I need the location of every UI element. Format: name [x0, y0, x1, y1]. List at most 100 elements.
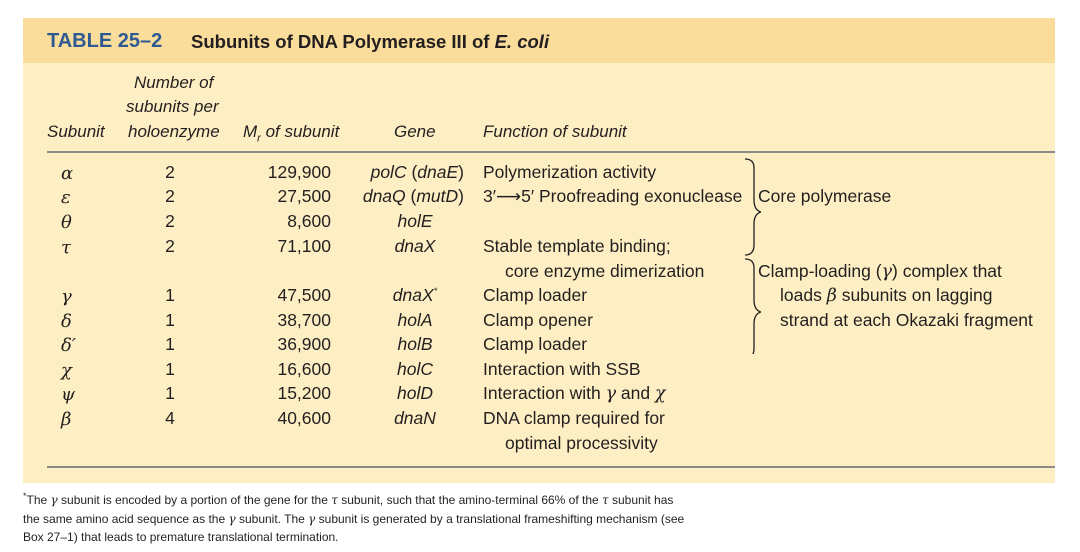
gene-alpha: polC (dnaE)	[370, 162, 464, 182]
number-gamma: 1	[165, 285, 175, 305]
header-mr-rest: of subunit	[260, 122, 340, 141]
subunit-chi: χ	[61, 360, 72, 381]
group-clamp-line2: loads β subunits on lagging	[780, 285, 993, 306]
gene-gamma: dnaX*	[379, 285, 451, 306]
gene-epsilon: dnaQ (mutD)	[362, 186, 464, 206]
group-clamp-line2-b: subunits on lagging	[836, 285, 993, 305]
header-mr-m: M	[243, 122, 258, 141]
footnote-l2-gamma2: γ	[308, 511, 316, 526]
gene-psi: holD	[397, 383, 433, 403]
mr-epsilon: 27,500	[277, 186, 331, 206]
header-gene: Gene	[394, 122, 436, 141]
footnote-line1: *The γ subunit is encoded by a portion o…	[23, 487, 743, 510]
number-epsilon: 2	[165, 186, 175, 206]
footnote-line3: Box 27–1) that leads to premature transl…	[23, 530, 339, 544]
footnote-l2c: subunit is generated by a translational …	[315, 511, 685, 526]
footnote-l1d: subunit has	[608, 493, 674, 507]
group-core: Core polymerase	[758, 186, 892, 206]
footnote-l1-tau: τ	[331, 493, 338, 507]
function-epsilon: 3′⟶5′ Proofreading exonuclease	[483, 186, 743, 206]
number-psi: 1	[165, 383, 175, 403]
number-chi: 1	[165, 359, 175, 379]
number-beta: 4	[165, 408, 175, 428]
header-mr-sub: r	[257, 132, 261, 145]
function-psi-gamma: γ	[605, 384, 617, 404]
header-subunit: Subunit	[47, 122, 105, 141]
footnote-l1b: subunit is encoded by a portion of the g…	[57, 493, 332, 507]
group-braces	[744, 158, 761, 354]
footnote-line2: the same amino acid sequence as the γ su…	[23, 510, 743, 529]
mr-tau: 71,100	[277, 236, 331, 256]
subunit-psi: ψ	[61, 384, 76, 405]
group-clamp-gamma: γ	[881, 262, 892, 282]
gene-gamma-main: dnaX	[392, 285, 434, 305]
subunit-epsilon: ε	[61, 187, 71, 208]
footnote-l2b: subunit. The	[235, 511, 309, 526]
function-delta-prime: Clamp loader	[483, 334, 588, 354]
function-chi: Interaction with SSB	[483, 359, 641, 379]
group-clamp-line2-a: loads	[780, 285, 827, 305]
bottom-rule	[47, 466, 1055, 468]
table-panel: TABLE 25–2 Subunits of DNA Polymerase II…	[23, 18, 1055, 483]
subunit-delta-prime: δ′	[61, 335, 76, 356]
function-alpha: Polymerization activity	[483, 162, 657, 182]
function-psi-and: and	[616, 383, 655, 403]
gene-alpha-main: polC	[370, 162, 407, 182]
gene-chi: holC	[397, 359, 433, 379]
footnote-l1c: subunit, such that the amino-terminal 66…	[337, 493, 603, 507]
clamp-brace-icon	[744, 258, 761, 354]
group-clamp-line1: Clamp-loading (γ) complex that	[758, 261, 1002, 282]
footnote-marker: *	[23, 491, 27, 501]
gene-beta: dnaN	[394, 408, 436, 428]
function-delta: Clamp opener	[483, 310, 593, 330]
mr-beta: 40,600	[277, 408, 331, 428]
function-psi-chi: χ	[654, 384, 666, 404]
gene-theta: holE	[397, 211, 433, 231]
gene-delta-prime: holB	[397, 334, 433, 354]
gene-tau: dnaX	[394, 236, 436, 256]
number-theta: 2	[165, 211, 175, 231]
gene-epsilon-main: dnaQ	[362, 186, 406, 206]
footnote-l1a: The	[26, 493, 51, 507]
function-tau-line2: core enzyme dimerization	[505, 261, 705, 281]
group-clamp-line3: strand at each Okazaki fragment	[780, 310, 1033, 330]
gene-alpha-alt: dnaE	[417, 162, 459, 182]
group-clamp-line1-b: ) complex that	[892, 261, 1002, 281]
function-beta-line2: optimal processivity	[505, 433, 658, 453]
table-title-main: Subunits of DNA Polymerase III of	[191, 31, 495, 52]
header-rule	[47, 151, 1055, 153]
subunit-tau: τ	[61, 237, 71, 258]
header-number-line2: subunits per	[126, 97, 219, 116]
gene-gamma-marker: *	[433, 286, 438, 297]
number-alpha: 2	[165, 162, 175, 182]
number-tau: 2	[165, 236, 175, 256]
core-brace-icon	[744, 158, 761, 256]
group-clamp-line1-a: Clamp-loading (	[758, 261, 882, 281]
number-delta-prime: 1	[165, 334, 175, 354]
function-tau: Stable template binding;	[483, 236, 671, 256]
mr-delta: 38,700	[277, 310, 331, 330]
function-psi-text: Interaction with	[483, 383, 606, 403]
footnote-l2a: the same amino acid sequence as the	[23, 511, 229, 526]
function-psi: Interaction with γ and χ	[483, 383, 666, 404]
gene-delta: holA	[397, 310, 433, 330]
table-title-bar: TABLE 25–2 Subunits of DNA Polymerase II…	[23, 18, 1055, 63]
mr-delta-prime: 36,900	[277, 334, 331, 354]
subunit-delta: δ	[61, 311, 72, 332]
function-beta: DNA clamp required for	[483, 408, 665, 428]
mr-psi: 15,200	[277, 383, 331, 403]
table-title-organism: E. coli	[494, 31, 550, 52]
subunit-beta: β	[61, 409, 72, 430]
mr-chi: 16,600	[277, 359, 331, 379]
gene-epsilon-alt: mutD	[416, 186, 459, 206]
subunit-gamma: γ	[61, 286, 72, 307]
footnote-l1-tau2: τ	[602, 493, 609, 507]
table-title: Subunits of DNA Polymerase III of E. col…	[191, 31, 549, 53]
mr-alpha: 129,900	[267, 162, 331, 182]
header-number-line1: Number of	[134, 73, 214, 92]
mr-gamma: 47,500	[277, 285, 331, 305]
subunit-alpha: α	[61, 163, 74, 184]
table-number: TABLE 25–2	[47, 30, 163, 52]
footnote-l2-gamma: γ	[228, 511, 236, 526]
subunit-theta: θ	[61, 212, 72, 233]
